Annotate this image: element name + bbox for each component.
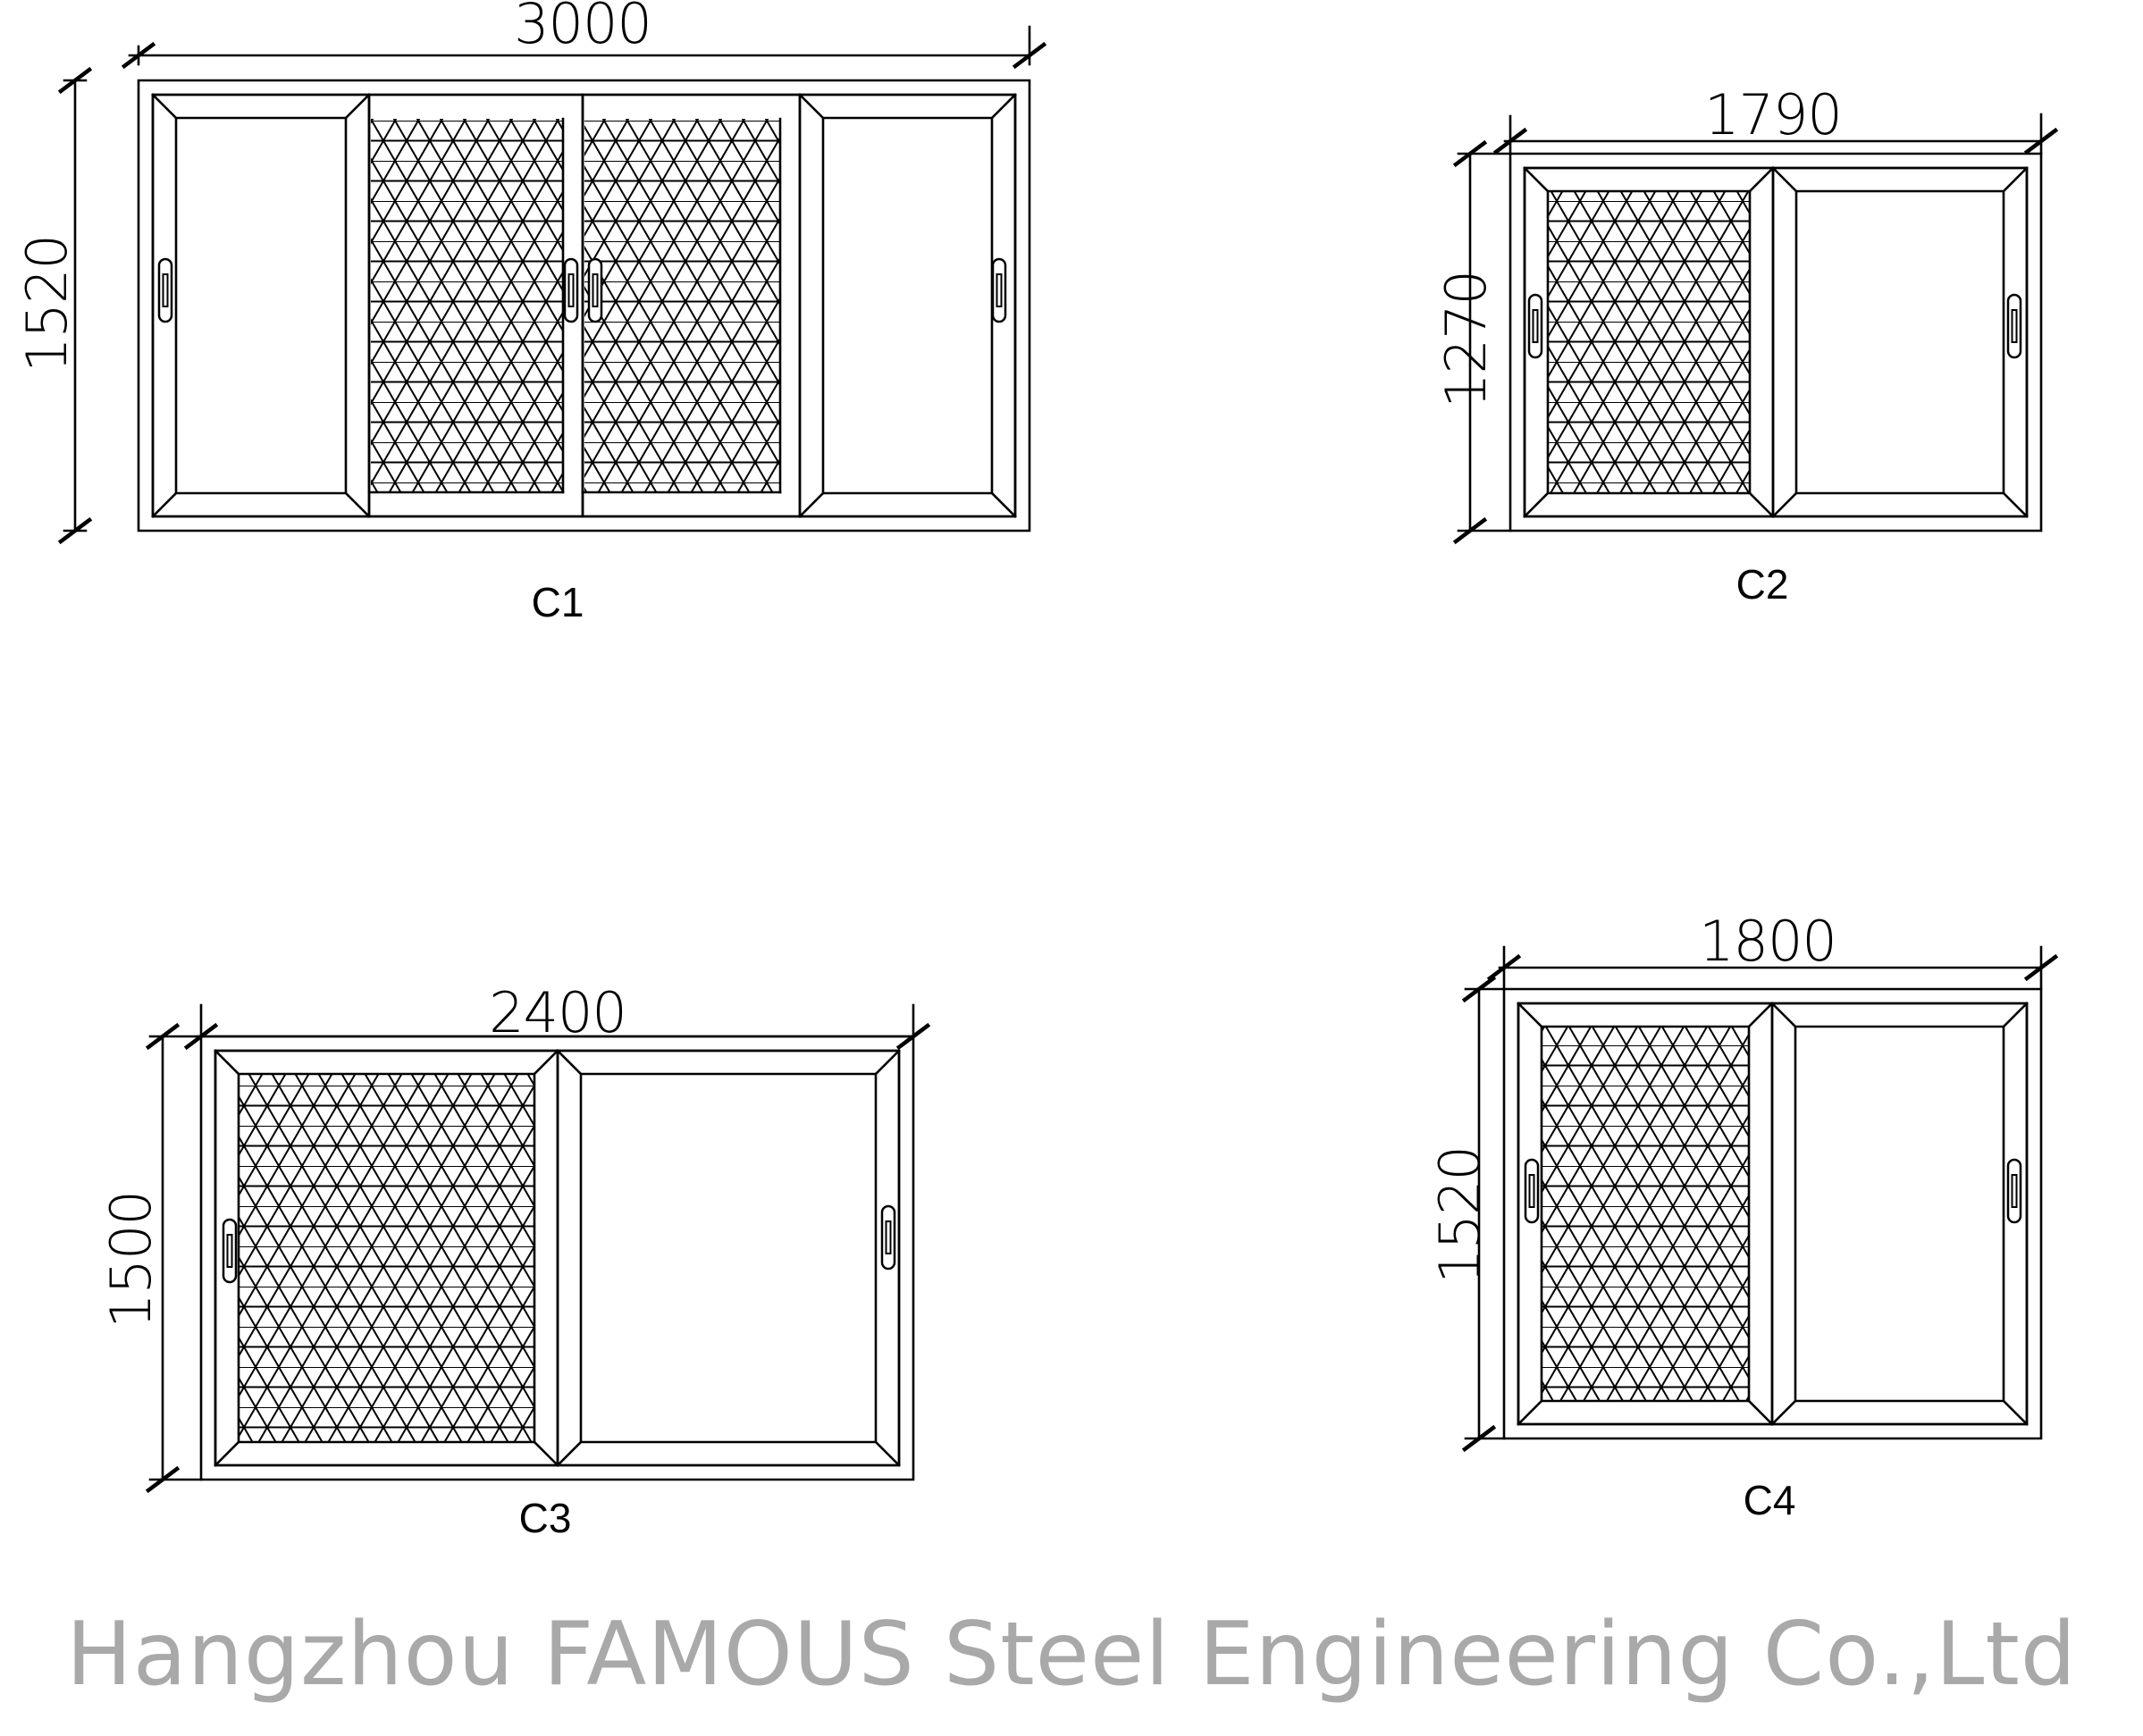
c1-inner-frame: [153, 95, 1015, 516]
company-watermark: Hangzhou FAMOUS Steel Engineering Co.,Lt…: [66, 1604, 2077, 1706]
c1-handle-4: [993, 259, 1005, 322]
c4-height-tick-bottom: [1465, 1428, 1493, 1449]
c3-width-dimension: 2400: [489, 980, 626, 1045]
c2-handle-1: [1529, 295, 1542, 357]
c4-label: C4: [1744, 1477, 1796, 1523]
c4-handle-2: [2008, 1160, 2021, 1222]
c1-handle-1: [159, 259, 172, 322]
c4-width-tick-right: [2027, 957, 2055, 978]
c3-width-tick-right: [899, 1026, 928, 1047]
c3-panel-2: [558, 1051, 899, 1465]
c3-handle-1: [223, 1220, 236, 1282]
c1-height-tick-bottom: [61, 520, 89, 541]
c3-panel-1-mesh: [239, 1074, 534, 1442]
c2-panel-1: [1525, 168, 1773, 516]
c4-panel-2: [1772, 1003, 2027, 1424]
c4-width-tick-left: [1490, 957, 1518, 978]
c1-panel-2-mesh: [371, 119, 563, 492]
window-c2: [1456, 114, 2055, 541]
c2-height-tick-bottom: [1456, 520, 1484, 541]
c2-width-dimension: 1790: [1704, 82, 1842, 147]
c4-panel-1-mesh: [1542, 1027, 1749, 1401]
c1-handle-2: [565, 259, 577, 322]
c1-handle-3: [589, 259, 601, 322]
c4-panel-2-glass: [1795, 1027, 2004, 1401]
window-c1: [61, 27, 1044, 541]
c1-width-tick-left: [124, 45, 153, 66]
c1-outer-frame: [139, 80, 1029, 531]
c4-outer-frame: [1504, 989, 2041, 1438]
c3-height-tick-top: [148, 1026, 177, 1047]
c2-height-tick-top: [1456, 143, 1484, 164]
c4-handle-1: [1525, 1160, 1538, 1222]
c3-panel-2-glass: [581, 1074, 876, 1442]
c2-label: C2: [1736, 561, 1789, 608]
c2-width-tick-right: [2027, 130, 2055, 152]
c4-width-dimension: 1800: [1699, 909, 1836, 974]
c2-width-tick-left: [1496, 130, 1525, 152]
c3-panel-1: [215, 1051, 558, 1465]
c1-height-dimension: 1520: [14, 235, 80, 373]
c1-width-tick-right: [1015, 45, 1044, 66]
c1-width-dimension: 3000: [514, 0, 651, 56]
c1-panel-4-glass: [823, 118, 992, 493]
c3-height-dimension: 1500: [98, 1191, 164, 1329]
c2-panel-1-mesh: [1548, 191, 1750, 493]
c2-panel-2-glass: [1796, 191, 2004, 493]
c1-panel-2: [369, 95, 583, 516]
window-c3: [148, 1005, 928, 1490]
c3-handle-2: [882, 1206, 895, 1269]
c3-height-tick-bottom: [148, 1469, 177, 1490]
c1-label: C1: [532, 579, 584, 625]
c1-panel-1: [153, 95, 369, 516]
c4-height-dimension: 1520: [1427, 1146, 1492, 1284]
c2-outer-frame: [1510, 154, 2041, 531]
window-c4: [1465, 947, 2055, 1449]
c1-panel-3: [583, 95, 800, 516]
c2-handle-2: [2008, 295, 2021, 357]
c1-panel-1-glass: [176, 118, 346, 493]
c2-panel-2: [1773, 168, 2027, 516]
c3-label: C3: [519, 1495, 572, 1541]
c1-panel-4: [800, 95, 1015, 516]
c4-height-tick-top: [1465, 978, 1493, 1000]
c4-panel-1: [1518, 1003, 1772, 1424]
c2-height-dimension: 1270: [1433, 271, 1499, 408]
c1-panel-3-mesh: [584, 119, 780, 492]
c1-height-tick-top: [61, 70, 89, 91]
